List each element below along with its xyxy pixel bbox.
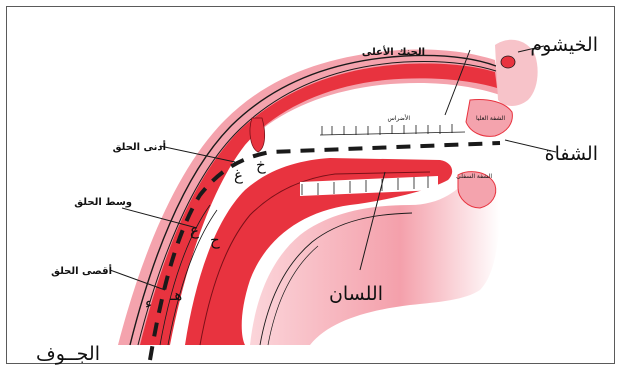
label-nasal-cavity: الخيشوم	[530, 34, 598, 56]
letter-hamza: ء	[145, 294, 152, 312]
letter-ain: ع	[190, 221, 199, 239]
letter-ha: ح	[210, 231, 220, 249]
label-upper-throat: أدنى الحلق	[113, 140, 166, 153]
letter-kha: خ	[256, 156, 266, 174]
label-teeth: الأضراس	[388, 114, 411, 122]
label-lips: الشفاة	[545, 143, 598, 165]
label-mid-throat: وسط الحلق	[74, 197, 132, 208]
label-lower-lip: الشفة السفلى	[456, 173, 492, 180]
label-upper-lip: الشفة العليا	[476, 115, 505, 122]
letter-heh: هـ	[169, 286, 182, 304]
upper-teeth	[320, 124, 465, 140]
label-deep-throat: أقصى الحلق	[51, 264, 112, 277]
label-tongue: اللسان	[329, 283, 383, 305]
label-upper-palate: الحنك الأعلى	[362, 45, 425, 58]
label-jawf: الجــوف	[36, 343, 100, 365]
letter-ghain: غ	[234, 166, 243, 184]
